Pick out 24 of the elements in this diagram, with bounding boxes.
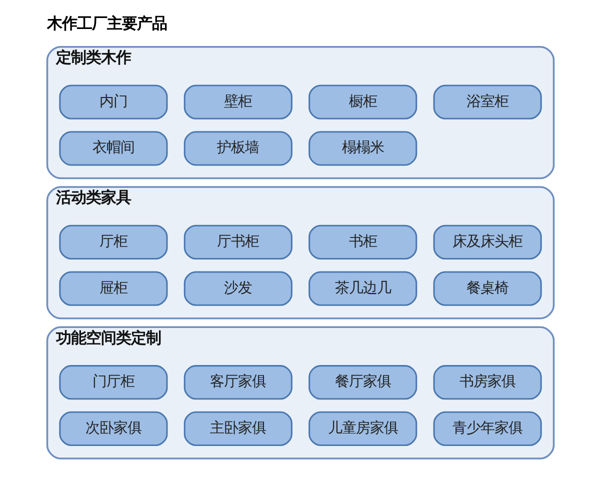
node-box: 餐桌椅 (432, 271, 542, 306)
node-box: 门厅柜 (58, 365, 168, 400)
node-box: 主卧家俱 (183, 411, 292, 446)
node-box: 橱柜 (308, 84, 417, 120)
node-box: 青少年家俱 (432, 411, 542, 446)
node-box: 护板墙 (183, 131, 292, 166)
node-box: 浴室柜 (432, 84, 542, 120)
node-box: 客厅家俱 (183, 365, 292, 400)
node-box: 床及床头柜 (432, 224, 542, 260)
node-box: 厅书柜 (183, 224, 292, 260)
node-box: 茶几边几 (308, 271, 417, 306)
node-box: 次卧家俱 (58, 411, 168, 446)
node-box: 书柜 (308, 224, 417, 260)
node-box: 内门 (58, 84, 168, 120)
node-box: 餐厅家俱 (308, 365, 417, 400)
diagram-title: 木作工厂主要产品 (46, 14, 167, 32)
node-box: 厅柜 (58, 224, 168, 260)
node-box: 沙发 (183, 271, 292, 306)
node-box: 壁柜 (183, 84, 292, 120)
node-box: 屉柜 (58, 271, 168, 306)
node-box: 书房家俱 (432, 365, 542, 400)
node-box: 儿童房家俱 (308, 411, 417, 446)
node-box: 衣帽间 (58, 131, 168, 166)
node-box: 榻榻米 (308, 131, 417, 166)
